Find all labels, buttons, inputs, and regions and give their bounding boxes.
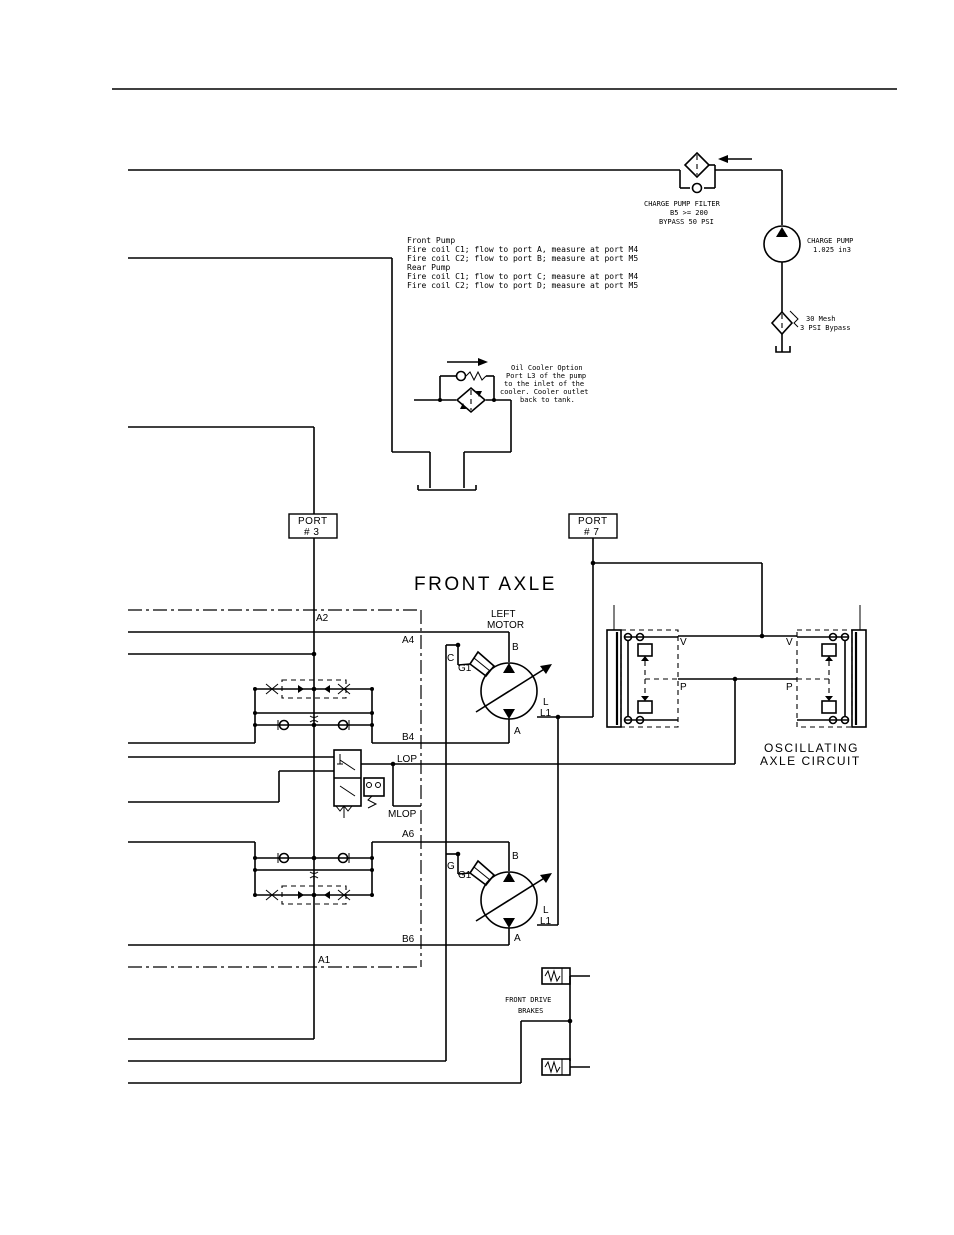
m2-port-b: B bbox=[512, 851, 519, 862]
suction-strainer: 30 Mesh 3 PSI Bypass bbox=[770, 310, 851, 353]
port-7: PORT # 7 bbox=[558, 513, 763, 718]
oscillating-label-2: AXLE CIRCUIT bbox=[760, 754, 861, 768]
tank-return-lines bbox=[128, 257, 512, 491]
port-lop: LOP bbox=[397, 754, 417, 765]
port-a1: A1 bbox=[318, 955, 331, 966]
oscillating-label-1: OSCILLATING bbox=[764, 741, 859, 755]
strainer-label-1: 30 Mesh bbox=[806, 315, 836, 323]
front-axle-manifold: A2 A4 B4 LOP MLOP A6 B6 A1 bbox=[128, 609, 422, 968]
upper-valve-block bbox=[253, 679, 374, 731]
port-a4: A4 bbox=[402, 635, 415, 646]
oscillating-lines: OSCILLATING AXLE CIRCUIT bbox=[678, 633, 861, 768]
port3-label-2: # 3 bbox=[304, 527, 319, 538]
m2-port-l1: L1 bbox=[540, 916, 552, 927]
oscillating-cylinder-right: V P bbox=[786, 605, 867, 728]
left-motor-upper: LEFT MOTOR C G1 B A L L1 bbox=[421, 609, 561, 744]
m1-port-c: C bbox=[447, 653, 454, 664]
charge-pump-filter: CHARGE PUMP FILTER B5 >= 200 BYPASS 50 P… bbox=[128, 151, 782, 226]
charge-filter-label-3: BYPASS 50 PSI bbox=[659, 218, 714, 226]
strainer-label-2: 3 PSI Bypass bbox=[800, 324, 851, 332]
note-rear-c1: Fire coil C1; flow to port C; measure at… bbox=[407, 272, 638, 281]
cyl-right-port-v: V bbox=[786, 637, 793, 648]
charge-pump-label-1: CHARGE PUMP bbox=[807, 237, 853, 245]
port-b6: B6 bbox=[402, 934, 415, 945]
oscillating-cylinder-left: V P bbox=[606, 605, 687, 728]
note-front-pump: Front Pump bbox=[407, 236, 455, 245]
port-mlop: MLOP bbox=[388, 809, 417, 820]
left-motor-label-1: LEFT bbox=[491, 609, 515, 620]
cooler-label-5: back to tank. bbox=[520, 396, 575, 404]
pump-notes: Front Pump Fire coil C1; flow to port A,… bbox=[407, 236, 638, 290]
charge-pump: CHARGE PUMP 1.025 in3 bbox=[763, 170, 853, 312]
m1-port-g1: G1 bbox=[458, 663, 472, 674]
cyl-right-port-p: P bbox=[786, 682, 793, 693]
port-a6: A6 bbox=[402, 829, 415, 840]
port-b4: B4 bbox=[402, 732, 415, 743]
lower-valve-block bbox=[253, 852, 374, 905]
port3-label-1: PORT bbox=[298, 516, 328, 527]
charge-filter-label-1: CHARGE PUMP FILTER bbox=[644, 200, 721, 208]
charge-pump-label-2: 1.025 in3 bbox=[813, 246, 851, 254]
cooler-label-2: Port L3 of the pump bbox=[506, 372, 586, 380]
port-3: PORT # 3 bbox=[128, 426, 338, 1040]
m1-port-a: A bbox=[514, 726, 521, 737]
note-rear-c2: Fire coil C2; flow to port D; measure at… bbox=[407, 281, 638, 290]
cyl-left-port-p: P bbox=[680, 682, 687, 693]
m2-port-l: L bbox=[543, 905, 549, 916]
port-a2: A2 bbox=[316, 613, 329, 624]
port7-label-1: PORT bbox=[578, 516, 608, 527]
front-axle-title: FRONT AXLE bbox=[414, 574, 557, 595]
cooler-label-4: cooler. Cooler outlet bbox=[500, 388, 589, 396]
m1-port-b: B bbox=[512, 642, 519, 653]
solenoid-valve bbox=[333, 749, 421, 818]
brakes-label-2: BRAKES bbox=[518, 1007, 543, 1015]
m2-port-g1: G1 bbox=[458, 870, 472, 881]
m1-port-l1: L1 bbox=[540, 708, 552, 719]
port7-label-2: # 7 bbox=[584, 527, 599, 538]
m1-port-l: L bbox=[543, 697, 549, 708]
m2-port-g: G bbox=[447, 861, 455, 872]
cooler-label-3: to the inlet of the bbox=[504, 380, 584, 388]
front-drive-brakes: FRONT DRIVE BRAKES bbox=[128, 967, 590, 1084]
left-motor-lower: G G1 B A L L1 bbox=[421, 717, 559, 946]
note-rear-pump: Rear Pump bbox=[407, 263, 451, 272]
brakes-label-1: FRONT DRIVE bbox=[505, 996, 551, 1004]
charge-filter-label-2: B5 >= 200 bbox=[670, 209, 708, 217]
note-front-c2: Fire coil C2; flow to port B; measure at… bbox=[407, 254, 638, 263]
m2-port-a: A bbox=[514, 933, 521, 944]
left-motor-label-2: MOTOR bbox=[487, 620, 524, 631]
cyl-left-port-v: V bbox=[680, 637, 687, 648]
cooler-label-1: Oil Cooler Option bbox=[511, 364, 583, 372]
oil-cooler: Oil Cooler Option Port L3 of the pump to… bbox=[414, 358, 589, 414]
note-front-c1: Fire coil C1; flow to port A, measure at… bbox=[407, 245, 638, 254]
